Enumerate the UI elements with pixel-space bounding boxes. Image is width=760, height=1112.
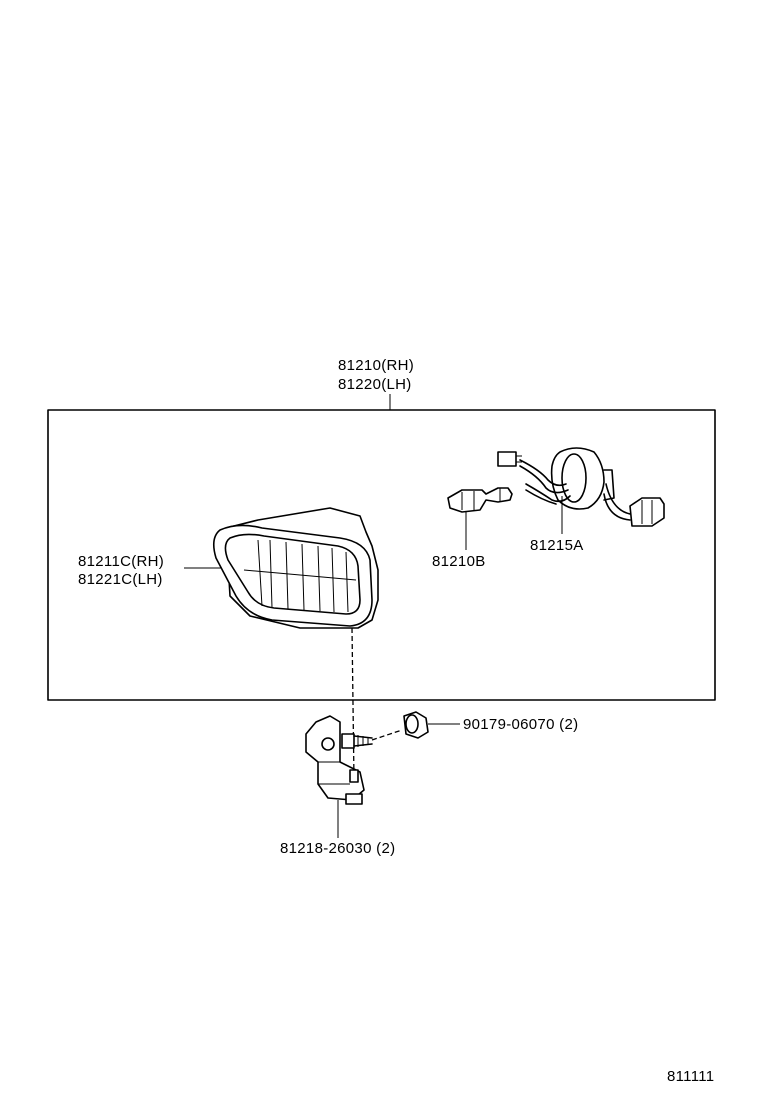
label-assembly-lh: 81220(LH) [338,376,412,393]
label-bracket: 81218-26030 (2) [280,840,395,857]
label-assembly-rh: 81210(RH) [338,357,414,374]
install-line-nut [371,729,403,741]
bracket [305,715,365,805]
socket-and-wire [497,447,665,527]
lens-ribs [243,539,357,613]
lamp-lens [224,533,361,615]
figure-code: 811111 [667,1068,714,1085]
label-bulb: 81210B [432,553,486,570]
nut [403,711,429,739]
label-socket: 81215A [530,537,584,554]
assembly-frame [47,409,716,701]
label-nut: 90179-06070 (2) [463,716,578,733]
label-lens-lh: 81221C(LH) [78,571,163,588]
label-lens-rh: 81211C(RH) [78,553,164,570]
bulb [447,487,513,513]
bracket-screw [341,733,373,749]
install-line-vertical [351,627,355,781]
